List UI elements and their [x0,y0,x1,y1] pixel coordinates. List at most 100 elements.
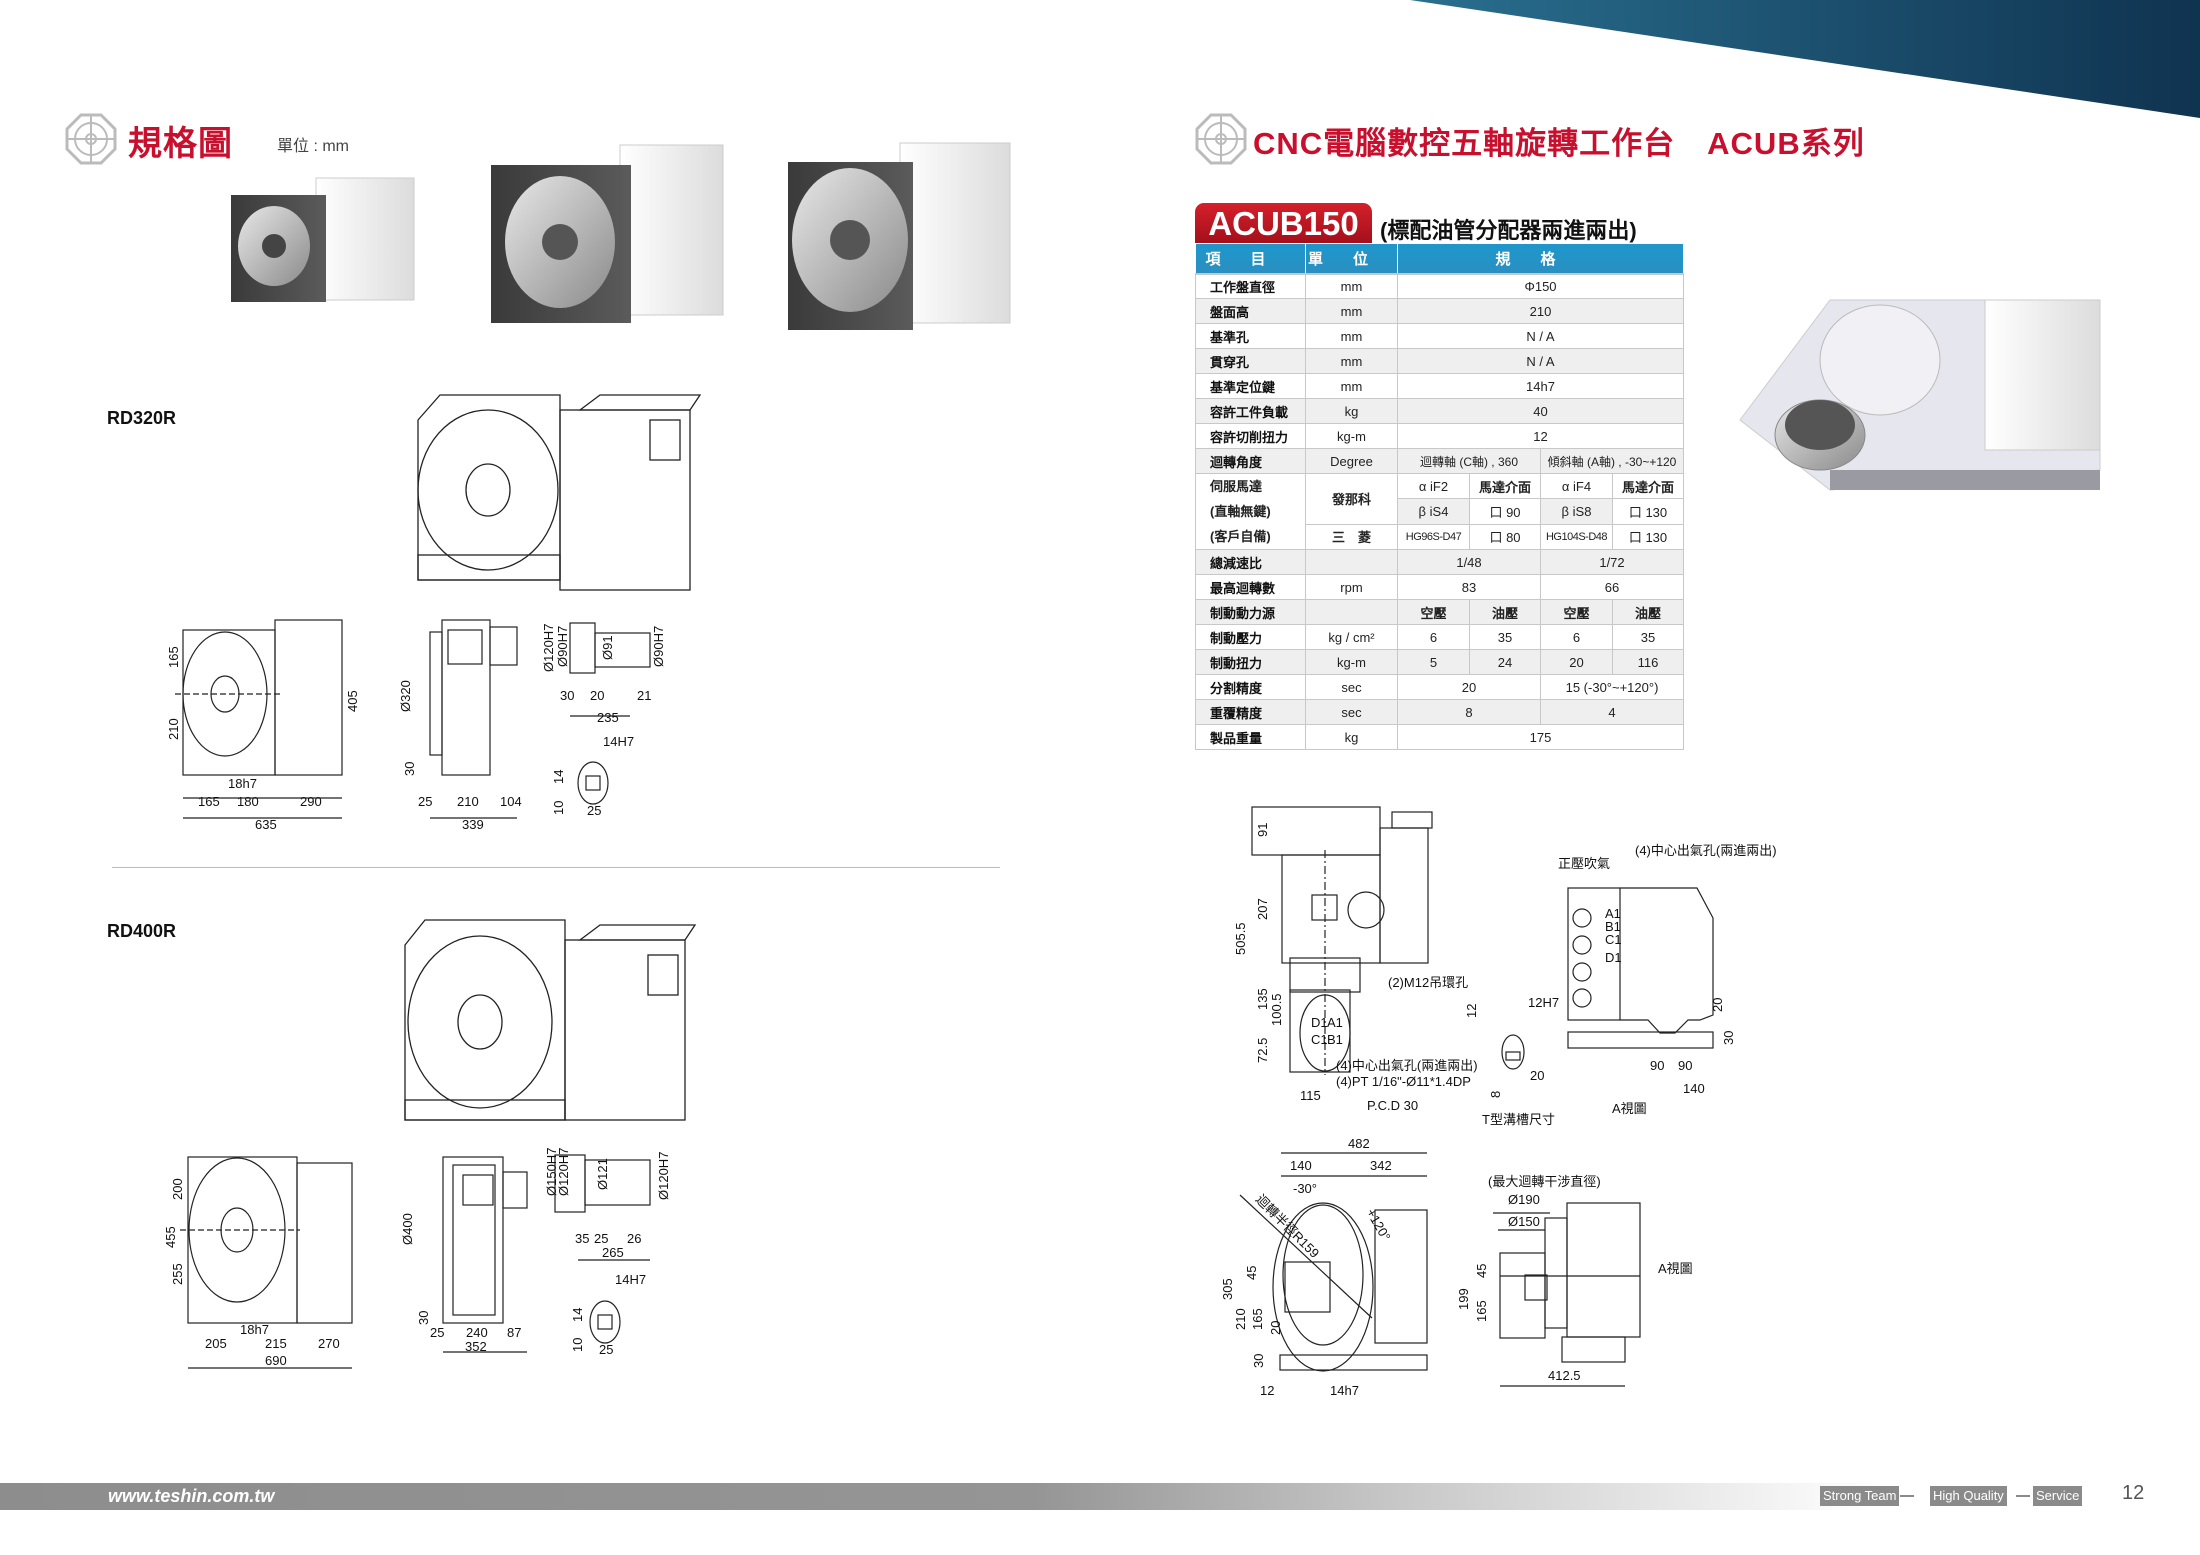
dimension-label: 正壓吹氣 [1558,856,1610,871]
footer-divider [1900,1495,1914,1497]
cell: 8 [1397,699,1541,725]
header-decoration-band [1410,0,2200,118]
drawing-shape [1251,806,1381,856]
drawing-shape [441,619,491,776]
row-item: 製品重量 [1195,724,1306,750]
dimension-label: 165 [1250,1308,1265,1330]
drawing-shape [1620,887,1714,1034]
cell: 20 [1397,674,1541,700]
drawing-shape [1279,1354,1428,1371]
dimension-label: 290 [300,794,322,809]
cell: 35 [1469,624,1541,650]
cell: α iF4 [1540,472,1613,500]
dimension-label: D1 [1605,950,1622,965]
drawing-shape [1284,1261,1331,1313]
dimension-label: Ø91 [600,635,615,660]
dimension-label: 690 [265,1353,287,1368]
acub150-rotation-labels: 482 140 342 迴轉半徑R159 -30° +120° 305 45 2… [1220,1136,1394,1398]
drawing-shape [569,622,596,674]
dimension-label: 20 [1530,1068,1544,1083]
drawing-shape [1566,1202,1641,1338]
servo-brand-fanuc: 發那科 [1305,473,1398,525]
model-badge: ACUB150 [1195,203,1372,243]
product-series-title: CNC電腦數控五軸旋轉工作台 ACUB系列 [1253,126,1865,161]
drawing-shape [404,919,566,1121]
drawing-shape [417,409,559,571]
drawing-shape [1524,1274,1548,1301]
row-item: 制動動力源 [1195,599,1306,625]
row-item: 工作盤直徑 [1195,273,1306,299]
rd400r-dimension-labels: 455 200 255 18h7 205 215 270 690 Ø400 30… [163,1148,671,1368]
dimension-label: 90 [1678,1058,1692,1073]
cell: 油壓 [1611,599,1685,625]
dimension-label: Ø120H7 [656,1152,671,1200]
company-emblem-icon [1195,113,1247,165]
dimension-label: (4)中心出氣孔(兩進兩出) [1635,843,1777,858]
dimension-label: 12 [1464,1004,1479,1018]
cell: 66 [1539,574,1685,600]
cell: 馬達介面 [1611,472,1685,500]
row-unit: mm [1305,273,1398,299]
rd400r-isometric-drawing [404,919,697,1121]
model-subtitle: (標配油管分配器兩進兩出) [1380,218,1637,243]
dimension-label: Ø90H7 [555,626,570,667]
servo-line: 伺服馬達 [1210,479,1263,494]
drawing-shape [1374,1209,1428,1344]
row-unit [1305,599,1398,625]
drawing-shape [1830,470,2100,490]
table-row: 制動動力源空壓油壓空壓油壓 [1195,599,1685,625]
dimension-label: 235 [597,710,619,725]
dimension-label: Ø400 [400,1213,415,1245]
rd320r-shaft-view [569,622,651,805]
drawing-shape [589,1300,621,1344]
row-unit: kg-m [1305,649,1398,675]
drawing-shape [578,394,702,411]
dimension-label: 140 [1683,1081,1705,1096]
row-unit: mm [1305,323,1398,349]
drawing-shape [1567,1031,1714,1049]
drawing-shape [296,1162,353,1324]
drawing-shape [465,463,511,517]
drawing-shape [274,619,343,776]
row-item: 貫穿孔 [1195,348,1306,374]
row-item: 分割精度 [1195,674,1306,700]
row-unit: kg [1305,398,1398,424]
cell: 83 [1397,574,1541,600]
drawing-shape [452,1164,496,1316]
drawing-shape [1572,908,1592,928]
row-unit: kg-m [1305,423,1398,449]
dimension-label: 342 [1370,1158,1392,1173]
drawing-shape [1501,1034,1525,1070]
row-item: 容許切削扭力 [1195,423,1306,449]
dimension-label: 210 [457,794,479,809]
drawing-shape [1410,0,2200,118]
website-link[interactable]: www.teshin.com.tw [108,1486,275,1506]
row-unit: Degree [1305,448,1398,474]
dimension-label: 21 [637,688,651,703]
cell: α iF2 [1397,472,1470,500]
dimension-label: 25 [587,803,601,818]
dimension-label: A視圖 [1612,1101,1647,1116]
header-item: 項目 [1195,243,1306,275]
dimension-label: 14H7 [615,1272,646,1287]
drawing-shape [1505,1051,1521,1061]
model-label-rd400r: RD400R [107,921,177,941]
dimension-label: 240 [466,1325,488,1340]
company-emblem-icon [65,113,117,165]
drawing-shape [404,1099,566,1121]
cell: 空壓 [1397,599,1470,625]
row-unit: rpm [1305,574,1398,600]
dimension-label: 482 [1348,1136,1370,1151]
footer-divider [2016,1495,2030,1497]
dimension-label: 455 [163,1226,178,1248]
rd320r-isometric-drawing [417,394,702,591]
rd320r-dimension-labels: 165 210 405 18h7 165 180 290 635 Ø320 30… [166,624,666,832]
dimension-label: 14 [570,1308,585,1322]
dimension-label: -30° [1293,1181,1317,1196]
